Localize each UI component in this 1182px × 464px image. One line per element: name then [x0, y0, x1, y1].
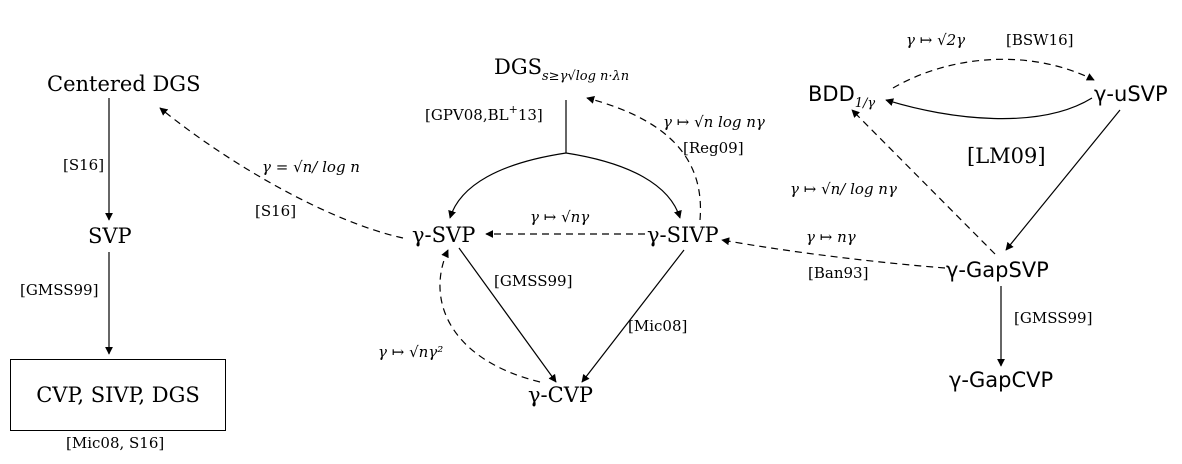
node-centered-dgs: Centered DGS — [47, 72, 201, 96]
label-gmss99-right: [GMSS99] — [1014, 309, 1093, 327]
label-gamma-sqrt-n-log-gamma: γ ↦ √n/ log nγ — [790, 180, 897, 198]
node-dgs-text: DGS — [494, 55, 542, 79]
node-dgs-subscript: s≥γ√log n·λn — [542, 69, 630, 84]
node-cvp-sivp-dgs-text: CVP, SIVP, DGS — [36, 382, 200, 407]
edge-gamma-svp-to-centered-dgs — [159, 107, 404, 239]
label-gamma-sqrt-n-sq: γ ↦ √nγ² — [378, 343, 444, 361]
edge-dgs-to-gamma-sivp — [565, 152, 682, 219]
label-mic08-s16: [Mic08, S16] — [66, 434, 165, 452]
node-dgs: DGSs≥γ√log n·λn — [494, 55, 630, 84]
label-gpv08-end: 13] — [517, 106, 543, 124]
edge-gamma-cvp-to-gamma-svp — [439, 249, 541, 383]
node-svp: SVP — [88, 224, 132, 248]
label-lm09: [LM09] — [967, 144, 1046, 168]
node-bdd-subscript: 1/γ — [854, 96, 876, 111]
edge-gamma-svp-to-gamma-cvp — [458, 247, 557, 383]
edge-gamma-sivp-to-gamma-cvp — [581, 249, 685, 383]
edge-usvp-to-gapsvp — [1005, 109, 1121, 251]
edge-bdd-to-usvp — [892, 58, 1095, 89]
edge-gapsvp-to-bdd — [851, 109, 996, 255]
node-gamma-usvp: γ-uSVP — [1094, 82, 1168, 106]
label-gpv08-text: [GPV08,BL — [425, 106, 509, 124]
edge-dgs-to-gamma-svp — [448, 152, 567, 219]
edge-gapsvp-to-gamma-sivp — [721, 237, 946, 269]
node-gamma-gapsvp: γ-GapSVP — [946, 258, 1049, 282]
label-gpv08-sup: + — [508, 103, 518, 116]
label-ban93: [Ban93] — [808, 264, 869, 282]
label-gamma-sqrt-n: γ ↦ √nγ — [530, 208, 590, 226]
label-gamma-eq: γ = √n/ log n — [262, 158, 360, 176]
label-gmss99-mid: [GMSS99] — [494, 272, 573, 290]
node-gamma-gapcvp: γ-GapCVP — [949, 368, 1054, 392]
label-bsw16: [BSW16] — [1006, 31, 1074, 49]
node-bdd: BDD1/γ — [808, 82, 876, 111]
label-s16-left: [S16] — [63, 156, 105, 174]
label-gamma-sqrt2: γ ↦ √2γ — [906, 31, 966, 49]
label-gmss99-left: [GMSS99] — [20, 281, 99, 299]
node-bdd-text: BDD — [808, 82, 855, 106]
node-gamma-svp: γ-SVP — [412, 223, 476, 247]
label-s16-mid: [S16] — [255, 202, 297, 220]
node-gamma-cvp: γ-CVP — [528, 383, 594, 407]
node-gamma-sivp: γ-SIVP — [647, 223, 719, 247]
label-gamma-sqrt-n-log: γ ↦ √n log nγ — [663, 113, 765, 131]
label-gpv08: [GPV08,BL+13] — [425, 104, 543, 123]
label-mic08-mid: [Mic08] — [628, 317, 688, 335]
label-gamma-n: γ ↦ nγ — [806, 228, 856, 246]
node-cvp-sivp-dgs: CVP, SIVP, DGS — [10, 359, 226, 431]
label-reg09: [Reg09] — [683, 139, 744, 157]
edge-usvp-to-bdd — [885, 97, 1093, 120]
